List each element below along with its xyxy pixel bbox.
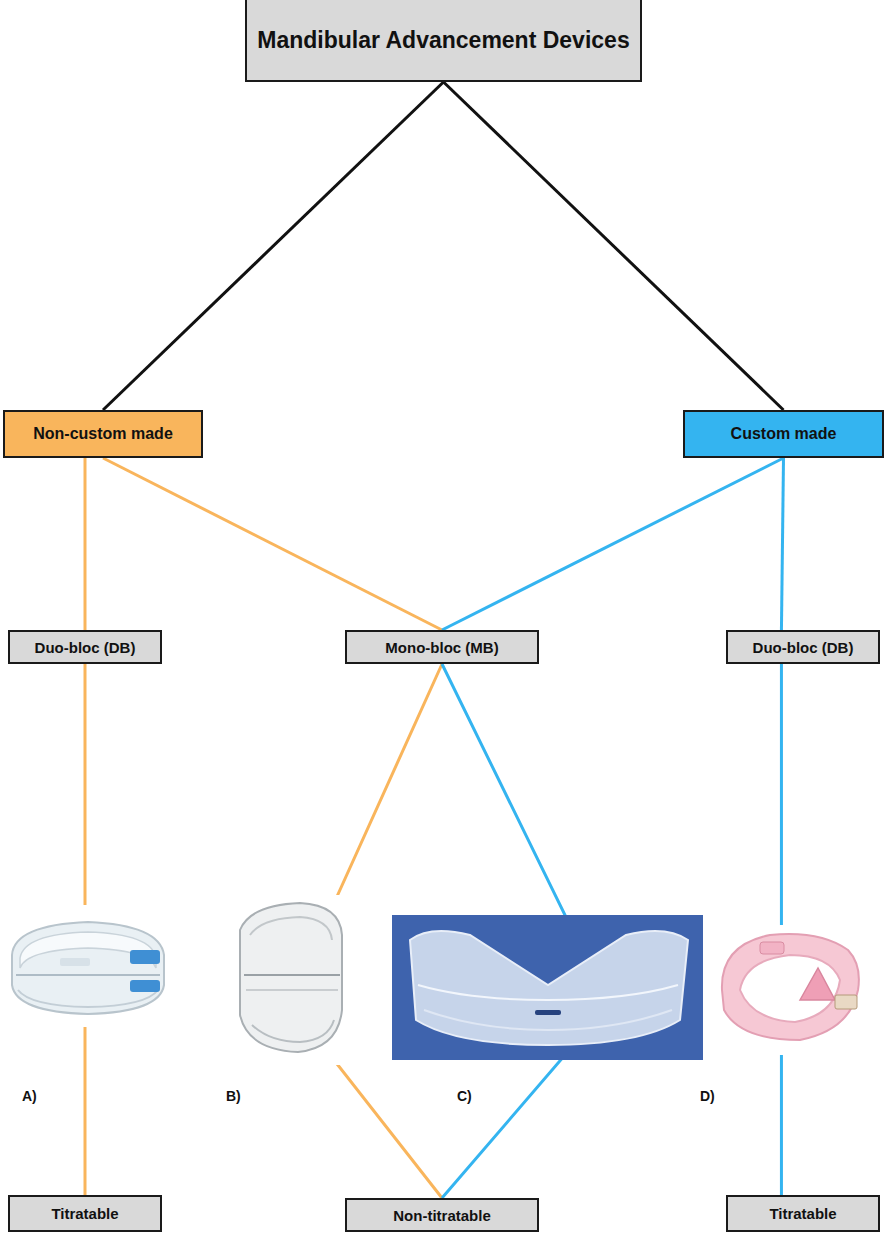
type-box: Duo-bloc (DB) xyxy=(726,630,880,664)
node-text: Non-titratable xyxy=(393,1207,491,1224)
device-photo-b xyxy=(232,895,350,1065)
property-box: Non-titratable xyxy=(345,1198,539,1232)
connector-line xyxy=(103,82,444,410)
node-text: Mono-bloc (MB) xyxy=(385,639,498,656)
panel-letter: A) xyxy=(22,1088,37,1104)
panel-letter: C) xyxy=(457,1088,472,1104)
device-photo-d xyxy=(715,925,867,1055)
device-photo-a xyxy=(2,905,174,1027)
connector-line xyxy=(781,458,783,630)
node-text: Titratable xyxy=(769,1205,836,1222)
device-photo-c xyxy=(392,915,703,1060)
connector-line xyxy=(442,458,784,630)
node-text: Duo-bloc (DB) xyxy=(753,639,854,656)
category-box: Non-custom made xyxy=(3,410,203,458)
type-box: Mono-bloc (MB) xyxy=(345,630,539,664)
connector-line xyxy=(103,458,442,630)
node-text: Mandibular Advancement Devices xyxy=(257,27,629,54)
node-text: Titratable xyxy=(51,1205,118,1222)
type-box: Duo-bloc (DB) xyxy=(8,630,162,664)
panel-letter: D) xyxy=(700,1088,715,1104)
node-text: Duo-bloc (DB) xyxy=(35,639,136,656)
node-text: Custom made xyxy=(731,425,837,443)
panel-letter: B) xyxy=(226,1088,241,1104)
connector-line xyxy=(84,458,87,630)
property-box: Titratable xyxy=(726,1195,880,1232)
node-text: Non-custom made xyxy=(33,425,173,443)
connector-line xyxy=(444,82,784,410)
root-box: Mandibular Advancement Devices xyxy=(245,0,642,82)
category-box: Custom made xyxy=(683,410,884,458)
property-box: Titratable xyxy=(8,1195,162,1232)
